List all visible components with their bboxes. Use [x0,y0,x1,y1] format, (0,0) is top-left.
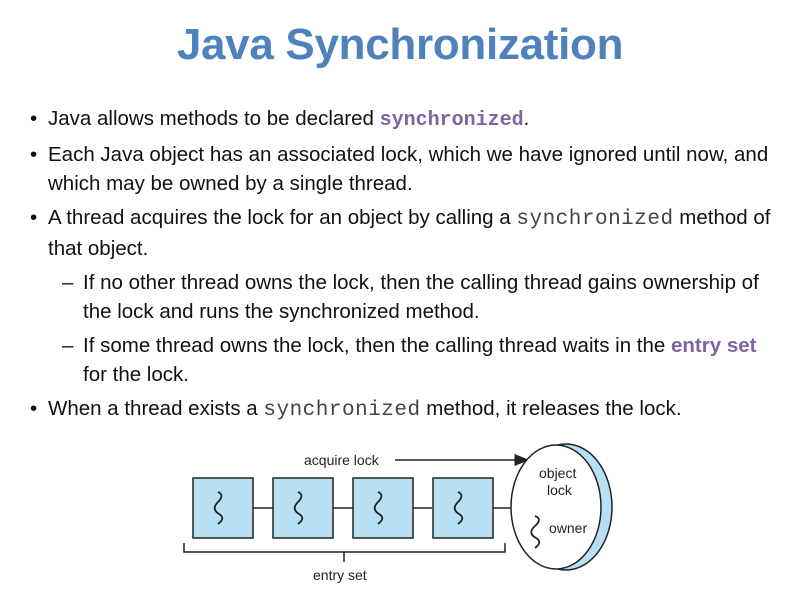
sub-bullet-item: – If some thread owns the lock, then the… [26,331,786,389]
bullet-item: • A thread acquires the lock for an obje… [26,203,786,263]
acquire-lock-label: acquire lock [304,452,380,468]
sub-bullet-dash: – [62,334,74,357]
code-keyword: synchronized [263,399,421,422]
thread-box [272,477,334,539]
bullet-dot: • [30,206,38,229]
slide-title: Java Synchronization [176,20,624,69]
bullet-item: • When a thread exists a synchronized me… [26,394,786,425]
thread-icon [453,491,464,525]
thread-icon [373,491,384,525]
thread-box [192,477,254,539]
code-keyword: synchronized [379,109,524,132]
sub-bullet-dash: – [62,271,74,294]
sub-bullet-item: – If no other thread owns the lock, then… [26,268,786,326]
bullet-text-end: . [523,107,530,130]
bullet-item: • Each Java object has an associated loc… [26,140,786,198]
bullet-item: • Java allows methods to be declared syn… [26,104,786,135]
bullet-dot: • [30,397,38,420]
entry-set-diagram: acquire lock object lock owner entry set [183,443,613,583]
bullet-dot: • [30,107,38,130]
owner-thread-icon [530,515,541,549]
entry-set-label: entry set [313,567,367,583]
sub-bullet-text-end: for the lock. [83,363,189,386]
thread-icon [293,491,304,525]
thread-box [352,477,414,539]
bullet-text: Java allows methods to be declared [48,107,380,130]
bullet-dot: • [30,143,38,166]
code-keyword: synchronized [516,208,674,231]
lock-label: lock [547,482,573,498]
owner-label: owner [549,520,587,536]
sub-bullet-text: If no other thread owns the lock, then t… [83,271,759,323]
object-lock [510,444,602,570]
object-label: object [539,465,576,481]
highlight-term: entry set [671,334,757,357]
thread-box [432,477,494,539]
bullet-text: When a thread exists a [48,397,264,420]
bullet-list: • Java allows methods to be declared syn… [26,104,786,430]
bullet-text-end: method of that object. [48,206,771,260]
bullet-text: A thread acquires the lock for an object… [48,206,517,229]
thread-icon [213,491,224,525]
bullet-text: Each Java object has an associated lock,… [48,143,769,195]
entry-set-bracket [183,543,506,553]
bullet-text-end: method, it releases the lock. [420,397,682,420]
sub-bullet-text: If some thread owns the lock, then the c… [83,334,671,357]
